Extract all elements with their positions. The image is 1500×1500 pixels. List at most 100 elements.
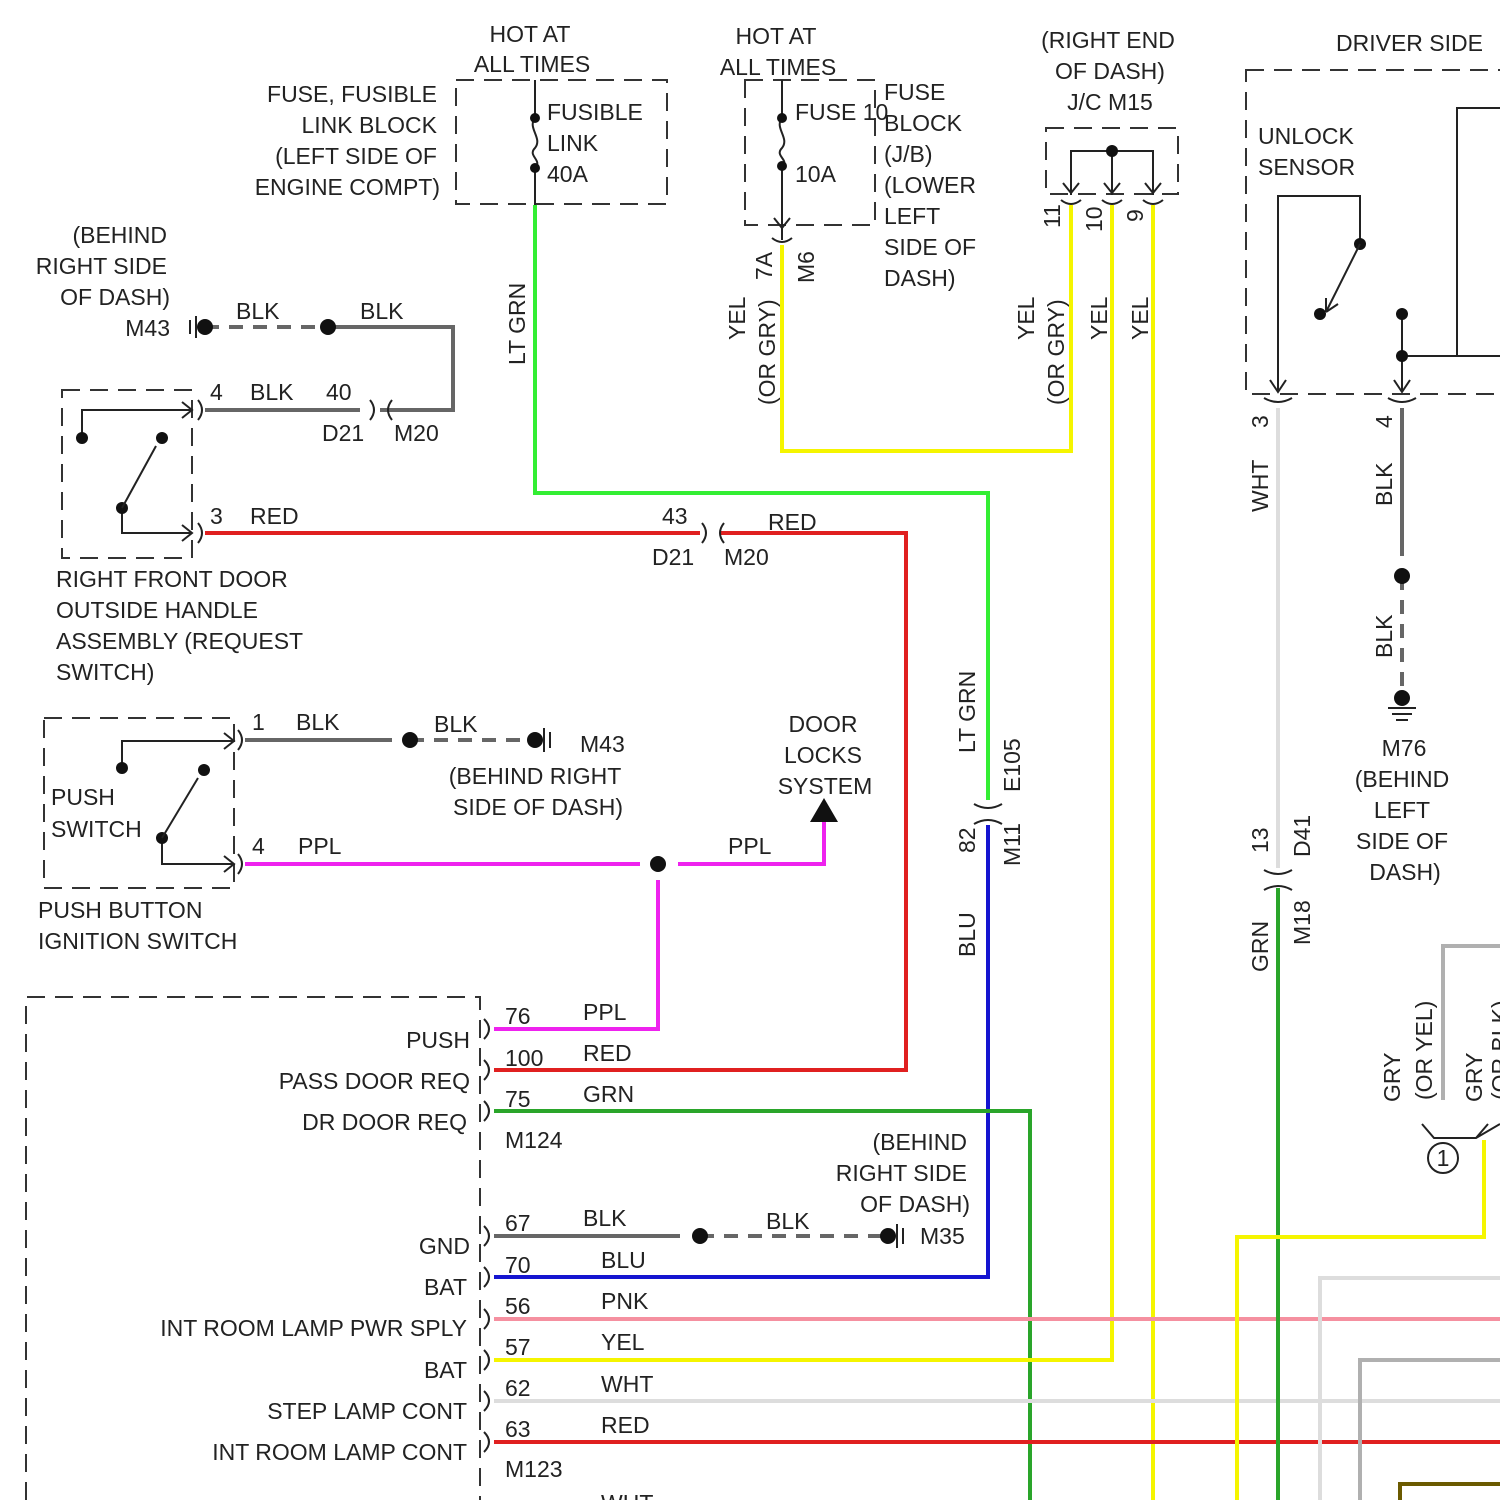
m76-label-1: M76: [1382, 735, 1427, 761]
behind-right-1: (BEHIND: [72, 222, 167, 248]
module-pin-pass-wire: RED: [583, 1040, 632, 1066]
fusible-link-label-2: LINK: [547, 130, 599, 156]
ground-m35-label: M35: [920, 1223, 965, 1249]
wire-label-gry-1: GRY: [1379, 1053, 1405, 1102]
wire-label-gry-2: GRY: [1461, 1053, 1487, 1102]
right-end-label-2: OF DASH): [1055, 58, 1165, 84]
module-pin-dr-num: 75: [505, 1086, 531, 1112]
fusible-link-symbol: [530, 80, 540, 205]
fuse-10-amp: 10A: [795, 161, 837, 187]
door-locks-arrow-icon: [810, 798, 838, 822]
module-pin-dr-wire: GRN: [583, 1081, 634, 1107]
unlock-sensor-label-2: SENSOR: [1258, 154, 1355, 180]
pin-1-push: 1: [252, 709, 265, 735]
pin-4-sensor: 4: [1371, 415, 1397, 428]
door-locks-label-2: LOCKS: [784, 742, 862, 768]
wire-brn-right: [1400, 1484, 1500, 1500]
ground-m43-label-top: M43: [125, 315, 170, 341]
jb-label-6: SIDE OF: [884, 234, 976, 260]
connector-m20-1: M20: [394, 420, 439, 446]
fuse-block-label-1: FUSE, FUSIBLE: [267, 81, 437, 107]
module-pin-int-pwr-name: INT ROOM LAMP PWR SPLY: [160, 1315, 467, 1341]
wire-label-blk-7: BLK: [434, 711, 478, 737]
module-pin-gnd-name: GND: [419, 1233, 470, 1259]
unlock-sensor-label-1: UNLOCK: [1258, 123, 1355, 149]
pbis-label-2: IGNITION SWITCH: [38, 928, 237, 954]
wire-label-red-1: RED: [250, 503, 299, 529]
connector-m18: M18: [1289, 900, 1315, 945]
rf-door-switch: [76, 402, 192, 541]
wire-label-yel-3: YEL: [1086, 296, 1112, 340]
behind-right-2: RIGHT SIDE: [36, 253, 167, 279]
m76-label-4: SIDE OF: [1356, 828, 1448, 854]
fuse-block-label-3: (LEFT SIDE OF: [275, 143, 437, 169]
m76-label-2: (BEHIND: [1355, 766, 1450, 792]
fusible-link-label-1: FUSIBLE: [547, 99, 643, 125]
module-pin-int-pwr-wire: PNK: [601, 1288, 649, 1314]
fusible-link-amp: 40A: [547, 161, 589, 187]
rf-door-label-4: SWITCH): [56, 659, 154, 685]
wire-label-yel-4: YEL: [1127, 296, 1153, 340]
module-pin-step-wire: WHT: [601, 1371, 653, 1397]
wire-label-or-yel: (OR YEL): [1411, 1001, 1437, 1100]
pin-40: 40: [326, 379, 352, 405]
module-pin-push-wire: PPL: [583, 999, 627, 1025]
module-pin-pass-num: 100: [505, 1045, 543, 1071]
behind-lower-1: (BEHIND: [872, 1129, 967, 1155]
push-switch-label-1: PUSH: [51, 784, 115, 810]
wire-label-blk-4: BLK: [1371, 462, 1397, 506]
pin-4-push: 4: [252, 833, 265, 859]
behind-lower-3: OF DASH): [860, 1191, 970, 1217]
module-pin-bat1-wire: BLU: [601, 1247, 646, 1273]
connector-m123: M123: [505, 1456, 563, 1482]
wire-label-blk-2: BLK: [360, 298, 404, 324]
fuse-10-label: FUSE 10: [795, 99, 888, 125]
rf-door-label-3: ASSEMBLY (REQUEST: [56, 628, 303, 654]
ground-m35: [880, 1224, 903, 1248]
pin-7a: 7A: [751, 251, 777, 280]
pin-10: 10: [1081, 206, 1107, 232]
connector-m6: M6: [793, 251, 819, 283]
connector-m11: M11: [999, 823, 1025, 866]
unlock-sensor-box: [1246, 70, 1500, 394]
wire-label-yel-1: YEL: [724, 296, 750, 340]
connector-d21-1: D21: [322, 420, 364, 446]
wire-label-red-2: RED: [768, 509, 817, 535]
behind-right-3: OF DASH): [60, 284, 170, 310]
module-pin-step-name: STEP LAMP CONT: [267, 1398, 467, 1424]
hot-at-all-times-1-b: ALL TIMES: [474, 51, 590, 77]
wire-label-blk-1: BLK: [236, 298, 280, 324]
fuse-10-symbol: [774, 80, 790, 240]
behind-mid-1: (BEHIND RIGHT: [449, 763, 622, 789]
door-locks-label-1: DOOR: [789, 711, 858, 737]
jc-m15-label: J/C M15: [1067, 89, 1153, 115]
push-switch-contacts: [116, 733, 234, 872]
wire-label-blk-3: BLK: [250, 379, 294, 405]
wire-label-wht-cut: WHT: [601, 1490, 653, 1500]
module-pin-step-num: 62: [505, 1375, 531, 1401]
behind-mid-2: SIDE OF DASH): [453, 794, 623, 820]
jb-label-2: BLOCK: [884, 110, 963, 136]
wire-label-blk-8: BLK: [766, 1208, 810, 1234]
unlock-sensor-switch: [1270, 108, 1500, 392]
module-pin-push-name: PUSH: [406, 1027, 470, 1053]
jb-label-4: (LOWER: [884, 172, 976, 198]
pin-11: 11: [1039, 204, 1065, 228]
rf-door-label-1: RIGHT FRONT DOOR: [56, 566, 288, 592]
fuse-block-label-4: ENGINE COMPT): [255, 174, 440, 200]
push-switch-label-2: SWITCH: [51, 816, 142, 842]
rf-door-label-2: OUTSIDE HANDLE: [56, 597, 258, 623]
wire-label-or-blk: (OR BLK): [1487, 1000, 1500, 1100]
jb-label-5: LEFT: [884, 203, 940, 229]
ground-m76: [1388, 690, 1416, 720]
wire-wht-right: [1320, 1278, 1500, 1500]
module-pin-gnd-num: 67: [505, 1210, 531, 1236]
module-pin-pass-name: PASS DOOR REQ: [279, 1068, 470, 1094]
module-pin-bat2-name: BAT: [424, 1357, 467, 1383]
hot-at-all-times-2-a: HOT AT: [736, 23, 817, 49]
wire-label-blu-1: BLU: [954, 912, 980, 957]
connector-m124: M124: [505, 1127, 563, 1153]
pin-4-rf: 4: [210, 379, 223, 405]
wire-label-ppl-1: PPL: [298, 833, 342, 859]
